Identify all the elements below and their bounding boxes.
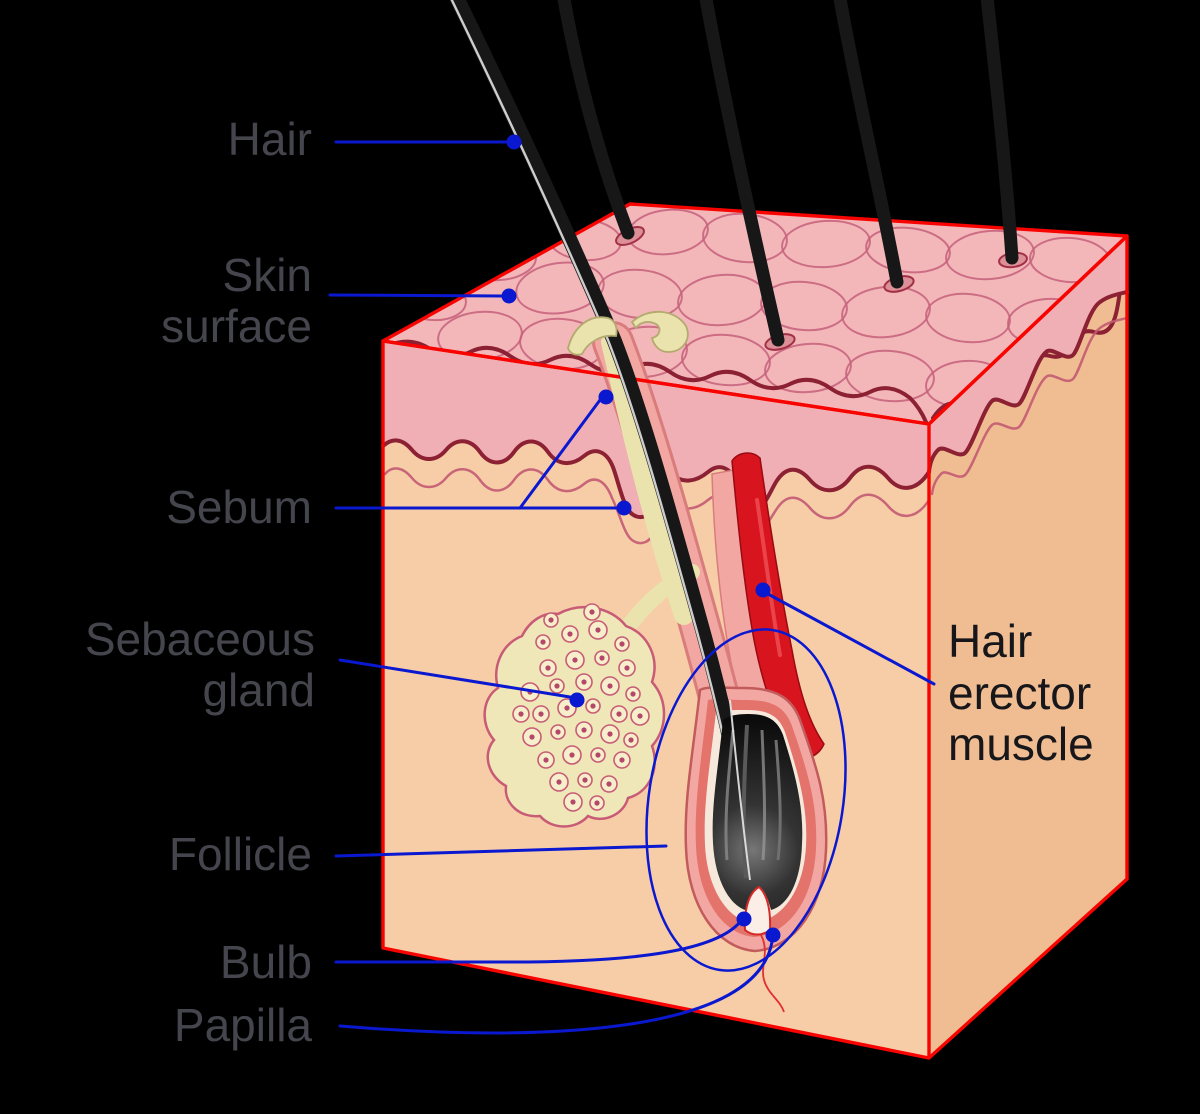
sebaceous-gland-leader-line [338,658,572,699]
papilla-leader-line [338,940,774,1035]
bulb-streak [741,724,749,879]
label-bulb: Bulb [219,936,312,988]
erector-muscle-highlight [755,498,782,657]
gland-cell-nucleus [607,731,613,737]
hair-bulb [712,699,803,1013]
gland-body [483,606,666,828]
papilla-vessel [760,934,785,1013]
gland-cell-nucleus [543,757,549,763]
follicle-annotation-ellipse [645,628,847,972]
gland-cell-nucleus [595,627,601,633]
erector-leader-line [766,592,936,686]
gland-cell-nucleus [545,665,551,671]
gland-cell-nucleus [572,657,578,663]
gland-cell-nucleus [540,639,546,645]
epidermis-right-waveline [927,290,1129,474]
bulb-leader-line [334,920,742,964]
label-hair-erector-muscle: Hair erector muscle [948,615,1094,771]
gland-cells [512,603,650,812]
gland-cell-nucleus [589,609,595,615]
side-face [929,236,1127,1058]
label-sebaceous-gland: Sebaceous gland [84,613,315,716]
pointer-dot-sebaceous-gland [569,692,585,708]
papilla-body [743,885,772,936]
gland-cell-nucleus [555,729,561,735]
gland-cell-nucleus [619,641,625,647]
gland-cell-nucleus [554,683,560,689]
skin-cell [925,292,1011,344]
pointer-dot-hair [506,134,522,150]
leader-lines [328,140,936,1035]
gland-cell-nucleus [599,655,605,661]
gland-cell-nucleus [630,691,636,697]
hair-strand [980,0,1019,265]
hair-strand [833,0,904,289]
pointer-dot-papilla [765,927,781,943]
follicle-leader-line [334,844,668,858]
gland-cell-nucleus [607,683,613,689]
pointer-dot-erector-muscle [755,582,771,598]
hair-core-highlight [729,699,751,881]
gland-cell-nucleus [548,617,554,623]
gland-cell-nucleus [581,727,587,733]
skin-cell [945,229,1035,281]
bulb-streak [724,729,735,861]
gland-cell-nucleus [570,799,576,805]
gland-cell-nucleus [619,757,625,763]
hair-strand [557,0,635,240]
label-follicle: Follicle [168,828,312,880]
gland-cell-nucleus [590,703,596,709]
outline-side [927,234,1129,1060]
gland-cell-nucleus [556,779,562,785]
label-hair: Hair [227,113,312,165]
sebum-lip-left [567,316,618,356]
gland-cell-nucleus [582,777,588,783]
sebaceous-gland [483,603,666,828]
bulb-streak [760,729,767,861]
surface-front-wave [386,339,928,424]
skin-cell [845,349,935,403]
gland-cell-nucleus [595,752,601,758]
pointer-dot-sebum-upper [598,389,614,405]
gland-cell-nucleus [567,631,573,637]
gland-cell-nucleus [594,800,600,806]
gland-cell-nucleus [637,713,643,719]
gland-cell-nucleus [518,711,524,717]
sebum-surface-funnel [567,310,689,356]
hair-strand [699,0,785,347]
sebum-lip-right [630,310,689,353]
label-papilla: Papilla [173,999,312,1051]
label-sebum: Sebum [166,481,312,533]
skin-cell [781,219,871,269]
gland-cell-nucleus [564,705,570,711]
skin-surface-leader-line [328,293,504,298]
skin-cell [681,333,771,387]
gland-cell-nucleus [606,781,612,787]
gland-cell-nucleus [628,737,634,743]
gland-cell-nucleus [581,679,587,685]
skin-cell [515,261,605,315]
bulb-streak [774,739,782,861]
leader-dots [501,134,781,943]
block-outline [381,202,1129,1060]
pointer-dot-skin-surface [501,288,517,304]
gland-cell-nucleus [616,711,622,717]
skin-cell [764,342,852,394]
label-skin-surface: Skin surface [161,249,312,352]
epidermis-right-innerline [930,316,1129,496]
gland-cell-nucleus [529,734,535,740]
gland-cell-nucleus [538,711,544,717]
pointer-dot-bulb [736,911,752,927]
pointer-dot-sebum-lower [616,500,632,516]
skin-cell [865,226,951,274]
sebum-leader-branch [518,398,602,510]
bulb-dark-body [712,714,803,911]
gland-cell-nucleus [569,752,575,758]
epidermis-right-band [929,236,1127,472]
gland-cell-nucleus [624,665,630,671]
skin-cell [760,280,848,332]
